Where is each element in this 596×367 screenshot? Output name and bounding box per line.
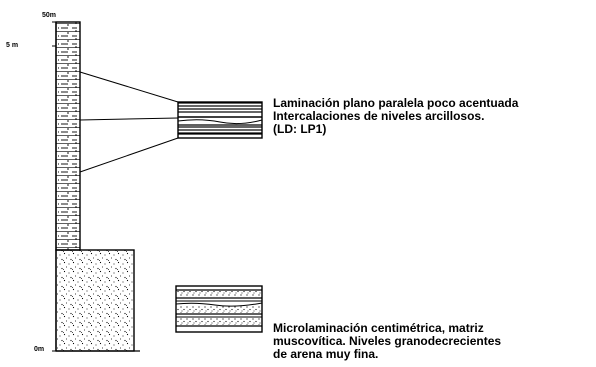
scale-bottom-label: 0m xyxy=(34,346,45,353)
connector-line-middle xyxy=(79,117,179,121)
lower-description-line-1: Microlaminación centimétrica, matriz xyxy=(273,321,484,335)
connector-line-bottom xyxy=(79,137,179,173)
upper-description-line-2: Intercalaciones de niveles arcillosos. xyxy=(273,109,485,123)
upper-unit-column xyxy=(55,21,81,251)
lower-description-line-3: de arena muy fina. xyxy=(273,347,379,361)
connector-line-top xyxy=(79,71,179,103)
upper-detail-box xyxy=(177,101,263,139)
lower-unit-column xyxy=(55,249,135,352)
upper-description-line-3: (LD: LP1) xyxy=(273,122,327,136)
upper-description-line-1: Laminación plano paralela poco acentuada xyxy=(273,96,519,110)
scale-mid-label: 5 m xyxy=(6,42,19,49)
lower-description-line-2: muscovítica. Niveles granodecrecientes xyxy=(273,334,502,348)
scale-top-label: 50m xyxy=(42,12,57,19)
lower-detail-box xyxy=(175,285,263,333)
lower-description: Microlaminación centimétrica, matriz mus… xyxy=(273,322,501,361)
upper-description: Laminación plano paralela poco acentuada… xyxy=(273,97,518,136)
